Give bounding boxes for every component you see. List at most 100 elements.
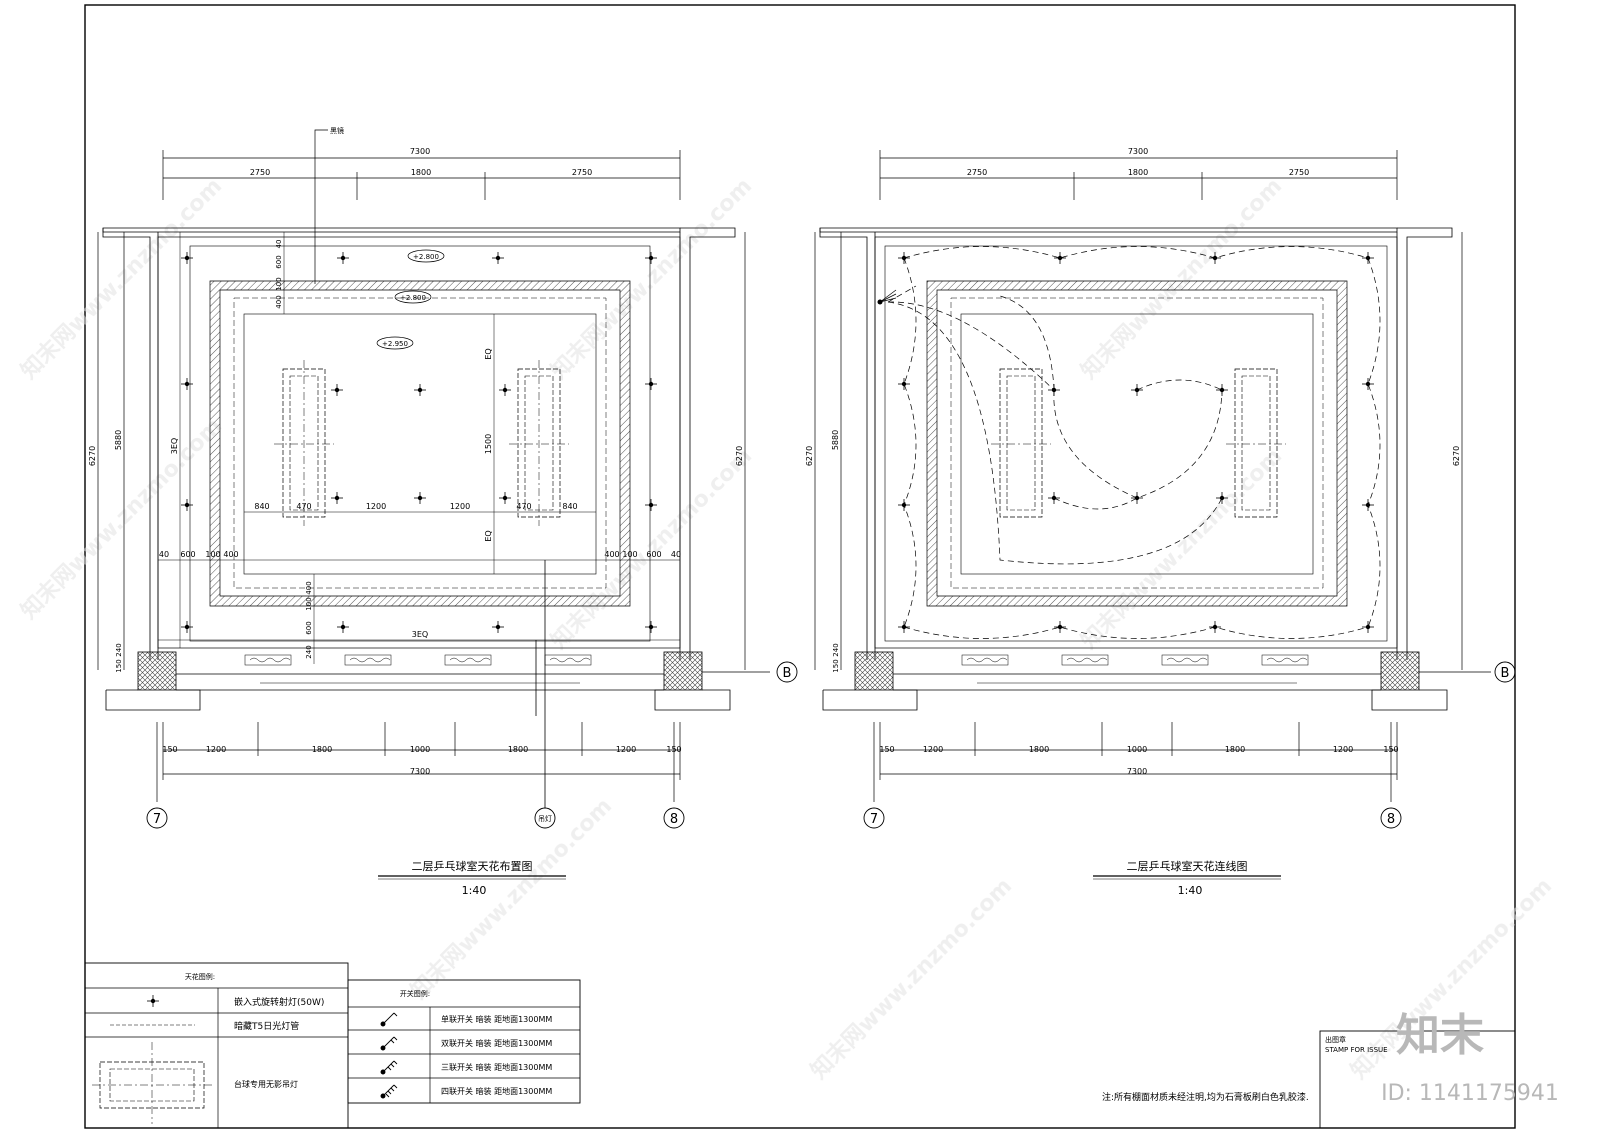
diagonal-watermark: 知末网www.znzmo.com: [546, 173, 757, 384]
dimension-label: 40: [671, 550, 681, 559]
downlight-icon: [644, 498, 658, 512]
downlight-icon: [498, 491, 512, 505]
dimension-label: 40: [159, 550, 169, 559]
dimension-label: 600: [646, 550, 661, 559]
dimension-label: 40: [275, 240, 283, 249]
dimension-label: B: [1501, 666, 1510, 681]
plan-scale: 1:40: [1178, 884, 1203, 897]
diagonal-watermark: 知末网www.znzmo.com: [546, 443, 757, 654]
dimension-label: 3EQ: [412, 630, 428, 639]
stamp-title: 出图章: [1325, 1035, 1346, 1044]
downlight-icon: [644, 377, 658, 391]
switch-legend-label: 三联开关 暗装 距地面1300MM: [441, 1062, 552, 1072]
dimension-label: 8: [1387, 812, 1395, 827]
dimension-label: 1500: [484, 434, 493, 454]
material-leader-label: 黑镜: [330, 126, 344, 135]
dimension-label: 1200: [616, 745, 636, 754]
dimension-label: 100: [275, 277, 283, 290]
dimension-label: 100: [622, 550, 637, 559]
downlight-icon: [413, 491, 427, 505]
diagonal-watermark: 知末网www.znzmo.com: [1076, 443, 1287, 654]
downlight-icon: [491, 620, 505, 634]
dimension-label: 400: [604, 550, 619, 559]
diagonal-watermark: 知末网www.znzmo.com: [806, 873, 1017, 1084]
dimension-label: 240: [115, 643, 123, 656]
plan-scale: 1:40: [462, 884, 487, 897]
plan-title: 二层乒乓球室天花布置图: [412, 859, 533, 873]
dimension-label: 2750: [1289, 168, 1309, 177]
stamp-subtitle: STAMP FOR ISSUE: [1325, 1046, 1388, 1054]
dimension-label: 150: [879, 745, 894, 754]
switch-legend-label: 四联开关 暗装 距地面1300MM: [441, 1086, 552, 1096]
downlight-icon: [146, 994, 160, 1008]
brand-logo: 知末: [1396, 1010, 1484, 1061]
dimension-label: 100: [305, 597, 313, 610]
downlight-icon: [491, 251, 505, 265]
dimension-label: 3EQ: [170, 438, 179, 454]
downlight-icon: [897, 377, 911, 391]
downlight-icon: [330, 383, 344, 397]
dimension-label: 150: [115, 659, 123, 672]
dim-left-outer: 6270: [88, 446, 97, 466]
dimension-label: 150: [832, 659, 840, 672]
dimension-label: 470: [516, 502, 531, 511]
dimension-label: 240: [832, 643, 840, 656]
axis-label-7: 7: [153, 812, 161, 827]
dimension-label: 100: [205, 550, 220, 559]
dimension-label: EQ: [484, 348, 493, 359]
brand-watermark: 知末 ID: 1141175941: [1381, 1010, 1559, 1106]
ceiling-layout-plan: 7300 2750 1800 2750 +2.800 +2.8: [88, 126, 798, 897]
dim-top-seg: 2750: [572, 168, 592, 177]
dim-top-overall: 7300: [410, 147, 430, 156]
dimension-label: 600: [275, 255, 283, 268]
downlight-icon: [413, 383, 427, 397]
dimension-label: 840: [254, 502, 269, 511]
dimension-label: 1200: [450, 502, 470, 511]
downlight-icon: [180, 498, 194, 512]
dim-right: 6270: [735, 446, 744, 466]
dimension-label: 1800: [312, 745, 332, 754]
dimension-label: 400: [275, 295, 283, 308]
dimension-label: 2750: [967, 168, 987, 177]
dimension-label: EQ: [484, 530, 493, 541]
dim-left-inner: 5880: [114, 430, 123, 450]
diagonal-watermarks: 知末网www.znzmo.com 知末网www.znzmo.com 知末网www…: [16, 173, 1557, 1084]
downlight-icon: [644, 620, 658, 634]
drawing-frame: [84, 4, 1516, 1129]
dim-bottom-overall: 7300: [410, 767, 430, 776]
downlight-icon: [336, 251, 350, 265]
downlight-icon: [180, 251, 194, 265]
dimension-label: 150: [1383, 745, 1398, 754]
dim-top-seg: 2750: [250, 168, 270, 177]
switch-legend-title: 开关图例:: [400, 989, 430, 998]
downlight-icon: [1361, 377, 1375, 391]
downlight-icon: [330, 491, 344, 505]
dimension-label: 6270: [1452, 446, 1461, 466]
dimension-label: 7: [870, 812, 878, 827]
dimension-label: 1200: [206, 745, 226, 754]
ceiling-legend-title: 天花图例:: [185, 972, 215, 981]
downlight-icon: [336, 620, 350, 634]
dimension-label: 1200: [366, 502, 386, 511]
dimension-label: 1200: [923, 745, 943, 754]
general-note: 注:所有棚面材质未经注明,均为石膏板刷白色乳胶漆.: [1102, 1091, 1309, 1103]
dimension-label: 240: [305, 645, 313, 658]
dimension-label: 150: [162, 745, 177, 754]
dimension-label: 600: [305, 621, 313, 634]
downlight-icon: [1053, 620, 1067, 634]
ceiling-wiring-plan: 7300 2750 1800 2750: [805, 147, 1516, 897]
dimension-label: 1800: [508, 745, 528, 754]
switch-legend: 开关图例: 单联开关 暗装 距地面1300MM 双联开关 暗装 距地面1300M…: [347, 979, 581, 1104]
dimension-label: 7300: [1127, 767, 1147, 776]
dim-top-seg: 1800: [411, 168, 431, 177]
diagonal-watermark: 知末网www.znzmo.com: [16, 173, 227, 384]
axis-label-8: 8: [670, 812, 678, 827]
dimension-label: 7300: [1128, 147, 1148, 156]
downlight-icon: [180, 620, 194, 634]
dimension-label: 400: [305, 581, 313, 594]
dimension-label: 6270: [805, 446, 814, 466]
dimension-label: 1200: [1333, 745, 1353, 754]
plan-title: 二层乒乓球室天花连线图: [1127, 859, 1248, 873]
dimension-label: 400: [223, 550, 238, 559]
